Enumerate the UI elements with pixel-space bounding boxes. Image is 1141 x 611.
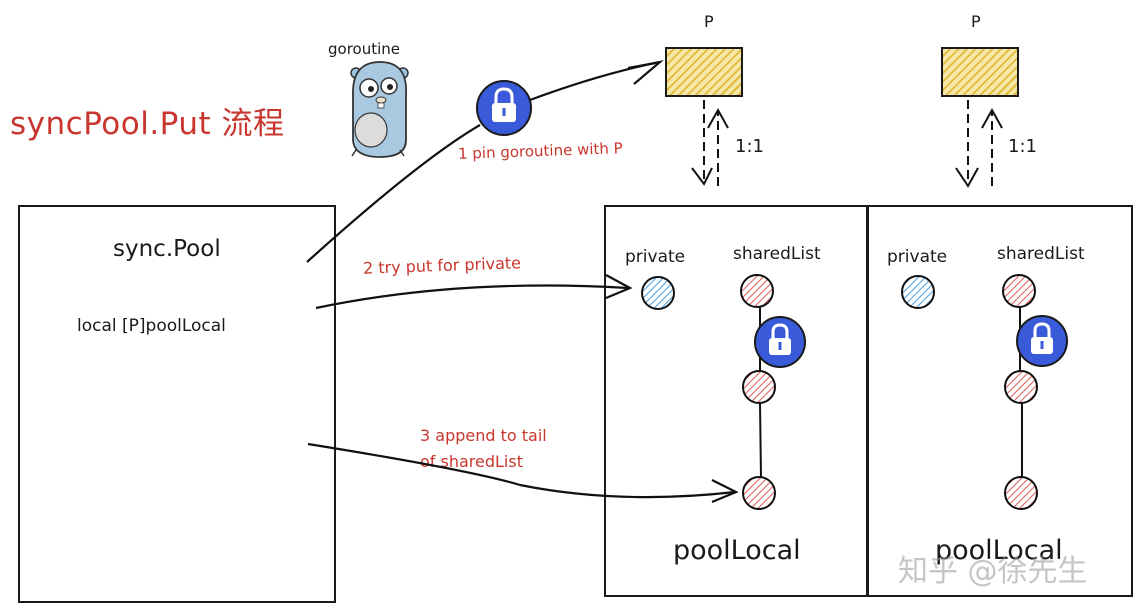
shared-node-1a [740,274,774,308]
shared-node-1b [742,370,776,404]
pool-local-2-nodes [901,274,1068,510]
shared-node-2c [1004,476,1038,510]
ratio-label-1: 1:1 [735,136,764,157]
p-label-1: P [704,12,714,31]
pool-local-box-2 [867,205,1133,597]
lock-icon [476,80,532,136]
shared-node-1c [742,476,776,510]
shared-lock-icon-1 [754,316,806,368]
gopher-label: goroutine [328,40,401,58]
shared-label-2: sharedList [997,244,1085,264]
gopher-icon [350,61,409,158]
p-block-1 [665,47,743,97]
sync-pool-name: sync.Pool [113,236,221,262]
private-label-2: private [887,247,948,267]
sync-pool-box [18,205,336,603]
p2-binding-arrows [955,100,1003,188]
private-node-1 [641,276,675,310]
sync-pool-field: local [P]poolLocal [77,316,226,336]
shared-node-2b [1004,370,1038,404]
pool-local-label-2: poolLocal [935,535,1063,566]
shared-label-1: sharedList [733,244,821,264]
arrow-step1 [306,60,664,263]
private-node-2 [901,275,935,309]
pool-local-1-nodes [641,274,806,510]
watermark: 知乎 @徐先生 [898,554,1088,589]
step3-label-line1: 3 append to tail [420,426,547,445]
pool-local-label-1: poolLocal [673,535,801,566]
p-label-2: P [971,12,981,31]
arrow-step3 [307,442,739,504]
p1-binding-arrows [691,100,729,186]
private-label-1: private [625,247,686,267]
step3-label-line2: of sharedList [420,452,523,471]
arrow-step2 [315,274,633,310]
shared-lock-icon-2 [1016,315,1068,367]
shared-node-2a [1002,274,1036,308]
diagram-title: syncPool.Put 流程 [10,106,285,142]
ratio-label-2: 1:1 [1008,136,1037,157]
p-block-2 [941,47,1019,97]
